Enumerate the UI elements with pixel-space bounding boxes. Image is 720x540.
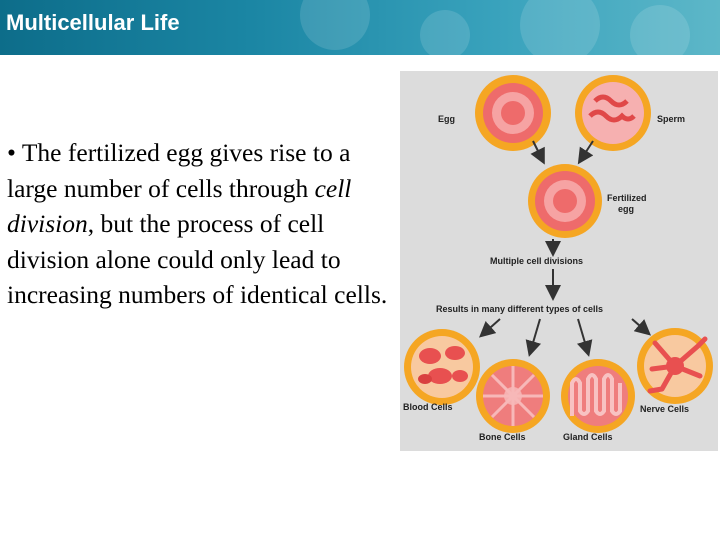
- fertilized-egg-cell: [528, 164, 602, 238]
- multiple-divisions-label: Multiple cell divisions: [490, 256, 583, 266]
- bone-cells: [476, 359, 550, 433]
- fertilized-label-1: Fertilized: [607, 193, 647, 203]
- body-text-start: The fertilized egg gives rise to a large…: [7, 138, 351, 203]
- arrow-sperm: [577, 140, 594, 165]
- gland-cells: [561, 359, 635, 433]
- body-text-italic: cell division: [7, 173, 352, 239]
- nerve-cells-label: Nerve Cells: [640, 404, 689, 414]
- gland-cells-label: Gland Cells: [563, 432, 613, 442]
- egg-label: Egg: [438, 114, 455, 124]
- fertilized-label-2: egg: [618, 204, 634, 214]
- title-banner: Multicellular Life: [0, 0, 720, 55]
- body-text-end: , but the process of cell division alone…: [7, 209, 388, 309]
- arrow-bone: [525, 318, 542, 357]
- bullet-glyph: •: [7, 138, 16, 167]
- blood-cells-label: Blood Cells: [403, 402, 453, 412]
- egg-cell: [475, 75, 551, 151]
- arrow-nerve: [631, 318, 652, 336]
- blood-cells: [404, 329, 480, 405]
- arrow-blood: [479, 318, 501, 338]
- body-paragraph: • The fertilized egg gives rise to a lar…: [7, 135, 392, 313]
- sperm-cell: [575, 75, 651, 151]
- arrow-gland: [576, 318, 593, 357]
- nerve-cells: [637, 328, 713, 404]
- sperm-label: Sperm: [657, 114, 685, 124]
- slide-title: Multicellular Life: [6, 10, 180, 35]
- cell-differentiation-diagram: Egg Sperm Fertilized egg Multiple cell d…: [400, 71, 718, 451]
- arrow-egg: [530, 140, 545, 165]
- bone-cells-label: Bone Cells: [479, 432, 526, 442]
- results-label: Results in many different types of cells: [436, 304, 603, 314]
